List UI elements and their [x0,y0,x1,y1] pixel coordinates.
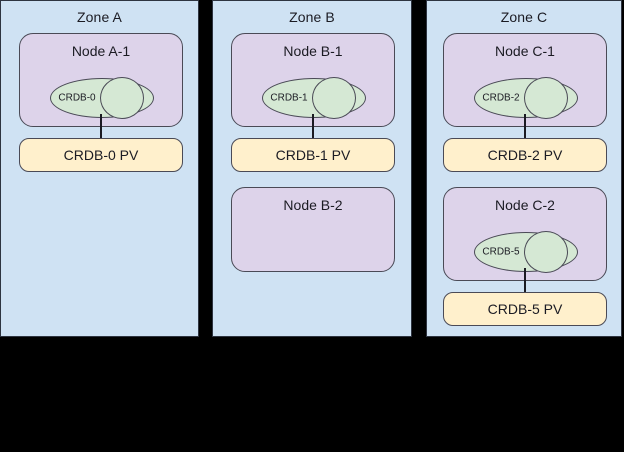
volume-label: CRDB-5 PV [487,301,563,317]
zone-b: Zone B Node B-1 CRDB-1 CRDB-1 PV Node B-… [212,0,412,337]
connector-node-c-2-to-crdb-5-pv [524,268,526,292]
node-c-1-title: Node C-1 [495,43,555,59]
cylinder-end-cap [524,231,568,273]
connector-node-c-1-to-crdb-2-pv [524,114,526,138]
zone-a: Zone A Node A-1 CRDB-0 CRDB-0 PV [0,0,199,337]
database-label: CRDB-1 [270,92,308,104]
database-cylinder-crdb-1[interactable]: CRDB-1 [262,77,366,119]
cylinder-end-cap [100,77,144,119]
volume-crdb-2-pv[interactable]: CRDB-2 PV [443,138,607,172]
zone-c-title: Zone C [500,9,548,25]
cylinder-end-cap [524,77,568,119]
database-label: CRDB-2 [482,92,520,104]
database-label: CRDB-5 [482,246,520,258]
node-a-1[interactable]: Node A-1 CRDB-0 [19,33,183,127]
node-c-1[interactable]: Node C-1 CRDB-2 [443,33,607,127]
database-cylinder-crdb-0[interactable]: CRDB-0 [50,77,154,119]
zone-c: Zone C Node C-1 CRDB-2 CRDB-2 PV Node C-… [426,0,622,337]
node-c-2[interactable]: Node C-2 CRDB-5 [443,187,607,281]
node-b-2-title: Node B-2 [283,197,343,213]
zone-a-title: Zone A [77,9,122,25]
volume-crdb-1-pv[interactable]: CRDB-1 PV [231,138,395,172]
cylinder-end-cap [312,77,356,119]
zone-b-title: Zone B [289,9,335,25]
node-b-1-title: Node B-1 [283,43,343,59]
volume-label: CRDB-1 PV [275,147,351,163]
connector-node-b-1-to-crdb-1-pv [312,114,314,138]
node-b-2[interactable]: Node B-2 [231,187,395,272]
database-cylinder-crdb-5[interactable]: CRDB-5 [474,231,578,273]
database-cylinder-crdb-2[interactable]: CRDB-2 [474,77,578,119]
connector-node-a-1-to-crdb-0-pv [100,114,102,138]
volume-crdb-5-pv[interactable]: CRDB-5 PV [443,292,607,326]
database-label: CRDB-0 [58,92,96,104]
volume-label: CRDB-2 PV [487,147,563,163]
volume-crdb-0-pv[interactable]: CRDB-0 PV [19,138,183,172]
node-a-1-title: Node A-1 [71,43,131,59]
volume-label: CRDB-0 PV [63,147,139,163]
node-c-2-title: Node C-2 [495,197,555,213]
node-b-1[interactable]: Node B-1 CRDB-1 [231,33,395,127]
